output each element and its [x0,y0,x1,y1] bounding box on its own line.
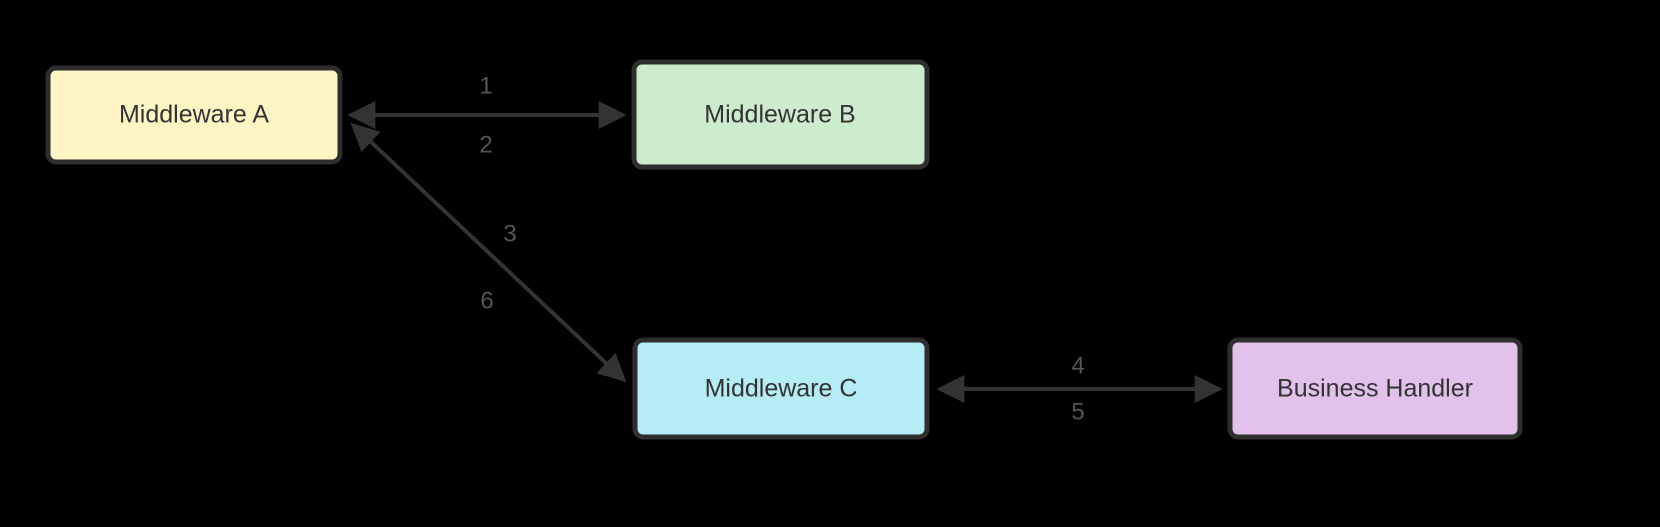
edge-label-ac-bottom: 6 [480,287,493,314]
edge-label-c-biz-bottom: 5 [1071,398,1084,425]
edge-line-ac [350,122,627,383]
node-label-business-handler: Business Handler [1277,375,1473,403]
node-label-middleware-c: Middleware C [705,375,858,403]
edge-middleware-a-to-middleware-c[interactable]: 3 6 [350,122,627,383]
edge-label-c-biz-top: 4 [1071,352,1084,379]
node-label-middleware-b: Middleware B [704,101,855,129]
edge-middleware-a-to-middleware-b[interactable]: 1 2 [347,72,627,158]
node-middleware-b[interactable]: Middleware B [631,59,930,170]
node-business-handler[interactable]: Business Handler [1227,337,1523,440]
edge-label-ab-bottom: 2 [479,131,492,158]
node-label-middleware-a: Middleware A [119,101,269,129]
node-rect-business-handler [1227,337,1523,440]
edge-label-ac-top: 3 [503,220,516,247]
node-middleware-c[interactable]: Middleware C [632,337,930,440]
node-middleware-a[interactable]: Middleware A [45,65,343,165]
node-rect-middleware-a [45,65,343,165]
node-rect-middleware-b [631,59,930,170]
edge-middleware-c-to-business-handler[interactable]: 4 5 [936,352,1223,425]
node-rect-middleware-c [632,337,930,440]
edge-label-ab-top: 1 [479,72,492,99]
